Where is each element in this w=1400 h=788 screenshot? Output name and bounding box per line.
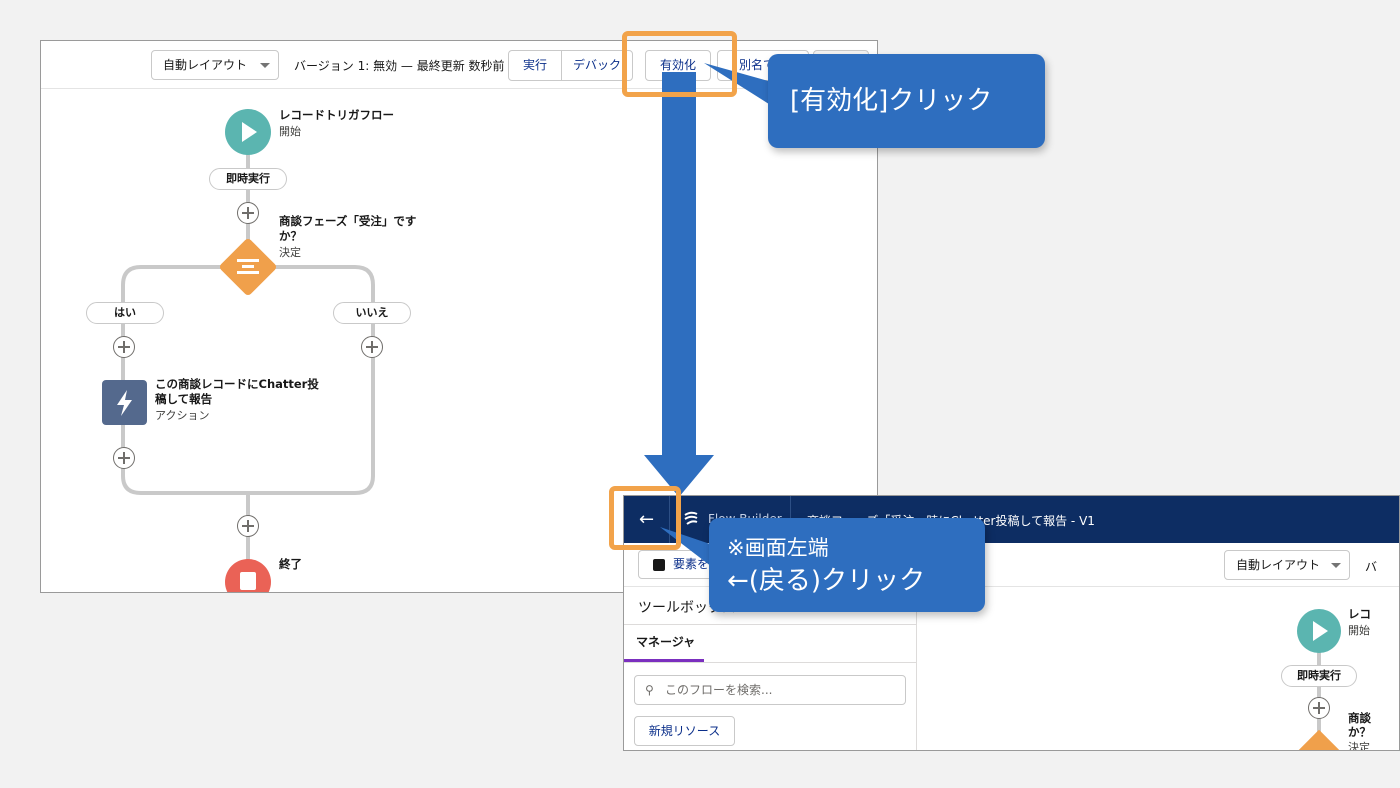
action-node-icon[interactable] <box>102 380 147 425</box>
tab-divider <box>624 662 916 663</box>
start-node-title: レコードトリガフロー <box>279 108 394 122</box>
play-icon <box>1313 621 1328 641</box>
chevron-down-icon <box>260 63 270 68</box>
immediate-run-pill[interactable]: 即時実行 <box>1281 665 1357 687</box>
layout-select-value: 自動レイアウト <box>1236 558 1321 572</box>
toolbox-divider <box>624 624 916 625</box>
callout-back: ※画面左端 ←(戻る)クリック <box>709 518 985 612</box>
decision-node-title-line2: か？ <box>1348 725 1371 739</box>
callout-back-line2: ←(戻る)クリック <box>727 566 926 596</box>
new-resource-button[interactable]: 新規リソース <box>634 716 735 746</box>
activate-highlight-box <box>622 31 737 97</box>
add-element-plus-icon[interactable] <box>237 202 259 224</box>
add-element-plus-icon[interactable] <box>1308 697 1330 719</box>
start-node-icon[interactable] <box>1297 609 1341 653</box>
decision-node-title-line2: か？ <box>279 229 302 243</box>
action-node-title-line2: 稿して報告 <box>155 392 213 406</box>
back-button[interactable]: ← <box>624 496 670 543</box>
no-branch-pill[interactable]: いいえ <box>333 302 411 324</box>
end-node-title: 終了 <box>279 557 302 571</box>
start-node-subtitle: 開始 <box>1348 624 1370 637</box>
end-node-icon[interactable] <box>225 559 271 592</box>
layout-select-value: 自動レイアウト <box>163 58 248 72</box>
stop-icon <box>240 572 256 590</box>
debug-button[interactable]: デバック <box>561 50 633 81</box>
layout-select[interactable]: 自動レイアウト <box>1224 550 1350 580</box>
action-node-title-line1: この商談レコードにChatter投 <box>155 377 319 391</box>
yes-branch-pill[interactable]: はい <box>86 302 164 324</box>
start-node-icon[interactable] <box>225 109 271 155</box>
lightning-icon <box>117 390 132 416</box>
action-node-subtitle: アクション <box>155 409 210 422</box>
callout-back-line1: ※画面左端 <box>727 536 829 560</box>
add-element-plus-icon[interactable] <box>237 515 259 537</box>
start-node-title: レコ <box>1348 607 1371 621</box>
flow-builder-screenshot-main: 自動レイアウト バージョン 1: 無効 — 最終更新 数秒前 実行 デバック 有… <box>40 40 878 593</box>
decision-node-title-line1: 商談 <box>1348 711 1371 725</box>
run-button[interactable]: 実行 <box>508 50 562 81</box>
back-highlight-box <box>609 486 681 550</box>
flow-builder-logo-icon <box>682 510 700 528</box>
search-input[interactable]: ⚲ このフローを検索... <box>634 675 906 705</box>
callout-activate-text: [有効化]クリック <box>790 86 993 116</box>
decision-node-subtitle: 決定 <box>279 246 301 259</box>
start-node-subtitle: 開始 <box>279 125 301 138</box>
search-placeholder: このフローを検索... <box>665 683 773 697</box>
decision-icon <box>237 259 259 275</box>
decision-node-subtitle: 決定 <box>1348 741 1370 751</box>
add-element-plus-icon[interactable] <box>113 447 135 469</box>
tab-manager[interactable]: マネージャ <box>624 624 704 662</box>
add-element-icon <box>653 559 665 571</box>
down-arrow-icon <box>644 72 714 497</box>
toolbox-sidebar: ツールボックス マネージャ ⚲ このフローを検索... 新規リソース <box>624 587 917 750</box>
version-status-text: バージョン 1: 無効 — 最終更新 数秒前 <box>294 59 505 73</box>
decision-node-title-line1: 商談フェーズ「受注」です <box>279 214 417 228</box>
play-icon <box>242 122 257 142</box>
search-icon: ⚲ <box>645 683 654 697</box>
immediate-run-pill[interactable]: 即時実行 <box>209 168 287 190</box>
version-status-text-cut: バ <box>1365 560 1378 574</box>
callout-pointer-top <box>704 63 772 106</box>
add-element-plus-icon[interactable] <box>113 336 135 358</box>
canvas-toolbar: 要素を追加 自動レイアウト バ <box>624 543 1399 587</box>
back-arrow-icon: ← <box>638 509 655 530</box>
layout-select[interactable]: 自動レイアウト <box>151 50 279 80</box>
chevron-down-icon <box>1331 563 1341 568</box>
callout-pointer-bottom <box>660 527 716 570</box>
callout-activate: [有効化]クリック <box>768 54 1045 148</box>
add-element-plus-icon[interactable] <box>361 336 383 358</box>
